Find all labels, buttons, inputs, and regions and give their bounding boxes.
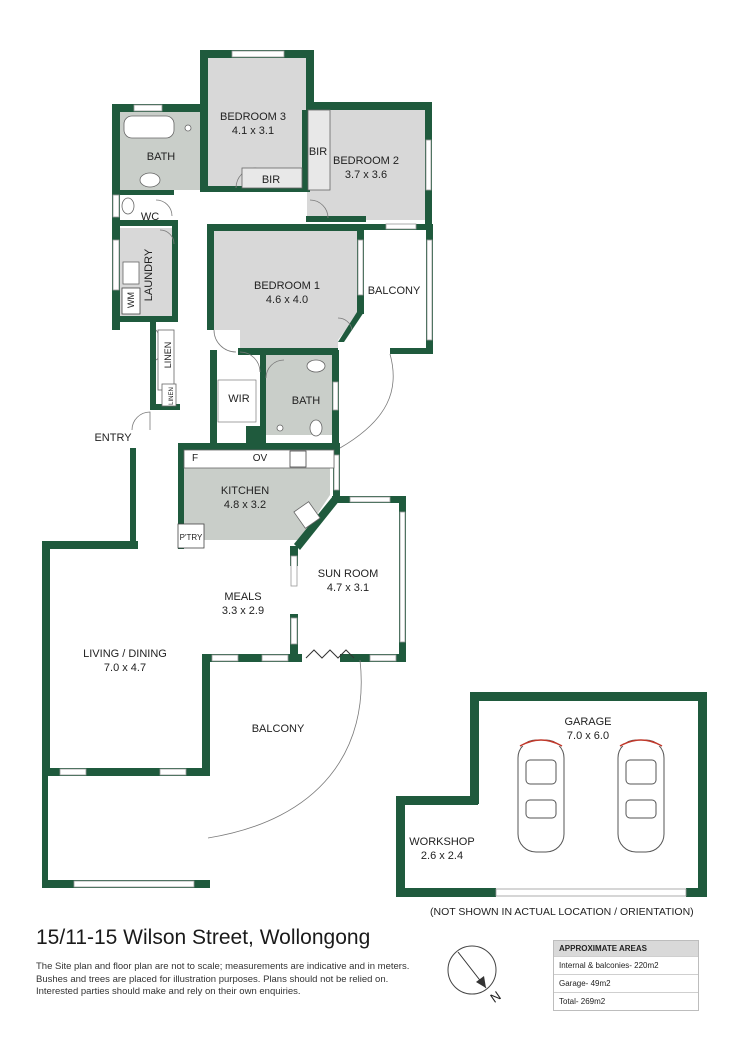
- areas-title: APPROXIMATE AREAS: [554, 941, 698, 956]
- garage-dims: 7.0 x 6.0: [567, 730, 609, 742]
- kitchen-sink-icon: [293, 501, 321, 529]
- ensuite-basin-icon: [306, 359, 326, 373]
- room-labels: BEDROOM 3 4.1 x 3.1 BEDROOM 2 3.7 x 3.6 …: [83, 111, 611, 862]
- car-right-icon: [617, 739, 665, 853]
- living-name: LIVING / DINING: [83, 648, 167, 660]
- living-dims: 7.0 x 4.7: [104, 662, 146, 674]
- garage-name: GARAGE: [564, 716, 611, 728]
- workshop-dims: 2.6 x 2.4: [421, 850, 463, 862]
- windows: [59, 50, 433, 888]
- shower-head-icon: [184, 124, 192, 132]
- entry-label: ENTRY: [94, 432, 132, 444]
- pantry-label: P'TRY: [180, 533, 203, 542]
- workshop-name: WORKSHOP: [409, 836, 474, 848]
- bedroom3-name: BEDROOM 3: [220, 111, 286, 123]
- floor-plan: BEDROOM 3 4.1 x 3.1 BEDROOM 2 3.7 x 3.6 …: [42, 50, 707, 897]
- compass: N: [447, 945, 504, 1006]
- wm-label: WM: [126, 292, 136, 308]
- orientation-note: (NOT SHOWN IN ACTUAL LOCATION / ORIENTAT…: [430, 906, 694, 918]
- compass-north-label: N: [487, 988, 503, 1006]
- pantry-cupboard: [177, 523, 205, 549]
- disclaimer-line: Bushes and trees are placed for illustra…: [36, 973, 389, 985]
- bathtub: [123, 115, 175, 139]
- areas-row: Internal & balconies- 220m2: [554, 956, 698, 974]
- bed3-robe: [241, 167, 303, 189]
- car-left-icon: [517, 739, 565, 853]
- bir-bed2-label: BIR: [309, 146, 327, 158]
- property-address: 15/11-15 Wilson Street, Wollongong: [36, 926, 371, 949]
- kitchen-floor: [180, 465, 330, 540]
- basin-icon: [139, 172, 161, 188]
- bedroom3-floor: [207, 58, 307, 188]
- bath-main-label: BATH: [147, 151, 176, 163]
- wc-label: WC: [141, 211, 159, 223]
- compass-arrow-icon: [476, 976, 486, 988]
- kitchen-name: KITCHEN: [221, 485, 269, 497]
- balcony-main-label: BALCONY: [252, 723, 305, 735]
- linen-label: LINEN: [163, 342, 173, 369]
- wir-label: WIR: [228, 393, 249, 405]
- linen-small-label: LINEN: [169, 387, 175, 405]
- fridge-label: F: [192, 453, 198, 464]
- meals-dims: 3.3 x 2.9: [222, 605, 264, 617]
- sun-room-dims: 4.7 x 3.1: [327, 582, 369, 594]
- bedroom2-dims: 3.7 x 3.6: [345, 169, 387, 181]
- bath-ensuite-label: BATH: [292, 395, 321, 407]
- meals-name: MEALS: [224, 591, 261, 603]
- laundry-tub: [122, 261, 140, 285]
- balcony-bed-label: BALCONY: [368, 285, 421, 297]
- linen-small-cupboard: [161, 383, 177, 407]
- disclaimer: The Site plan and floor plan are not to …: [36, 961, 436, 999]
- fixtures: [121, 109, 355, 659]
- approximate-areas-table: APPROXIMATE AREAS Internal & balconies- …: [553, 940, 699, 1011]
- kitchen-dims: 4.8 x 3.2: [224, 499, 266, 511]
- bedroom3-dims: 4.1 x 3.1: [232, 125, 274, 137]
- bir-bed3-label: BIR: [262, 174, 280, 186]
- cooktop-icon: [289, 450, 307, 468]
- bed2-robe: [307, 109, 331, 191]
- sun-room-name: SUN ROOM: [318, 568, 379, 580]
- bedroom1-name: BEDROOM 1: [254, 280, 320, 292]
- room-fills: [120, 58, 425, 540]
- areas-row: Total- 269m2: [554, 992, 698, 1010]
- bedroom1-floor: [214, 230, 357, 350]
- bedroom2-name: BEDROOM 2: [333, 155, 399, 167]
- washing-machine-box: [121, 287, 141, 315]
- garage-block: [396, 692, 707, 897]
- bedroom1-dims: 4.6 x 4.0: [266, 294, 308, 306]
- ensuite-toilet-icon: [309, 419, 323, 437]
- toilet-icon: [121, 197, 135, 215]
- laundry-label: LAUNDRY: [143, 248, 155, 301]
- bifold-door-icon: [305, 649, 355, 659]
- disclaimer-line: Interested parties should make and rely …: [36, 986, 301, 997]
- areas-row: Garage- 49m2: [554, 974, 698, 992]
- ensuite-shower-icon: [276, 424, 284, 432]
- wir-shelf: [217, 379, 257, 423]
- oven-label: OV: [253, 453, 268, 464]
- disclaimer-line: The Site plan and floor plan are not to …: [36, 961, 410, 972]
